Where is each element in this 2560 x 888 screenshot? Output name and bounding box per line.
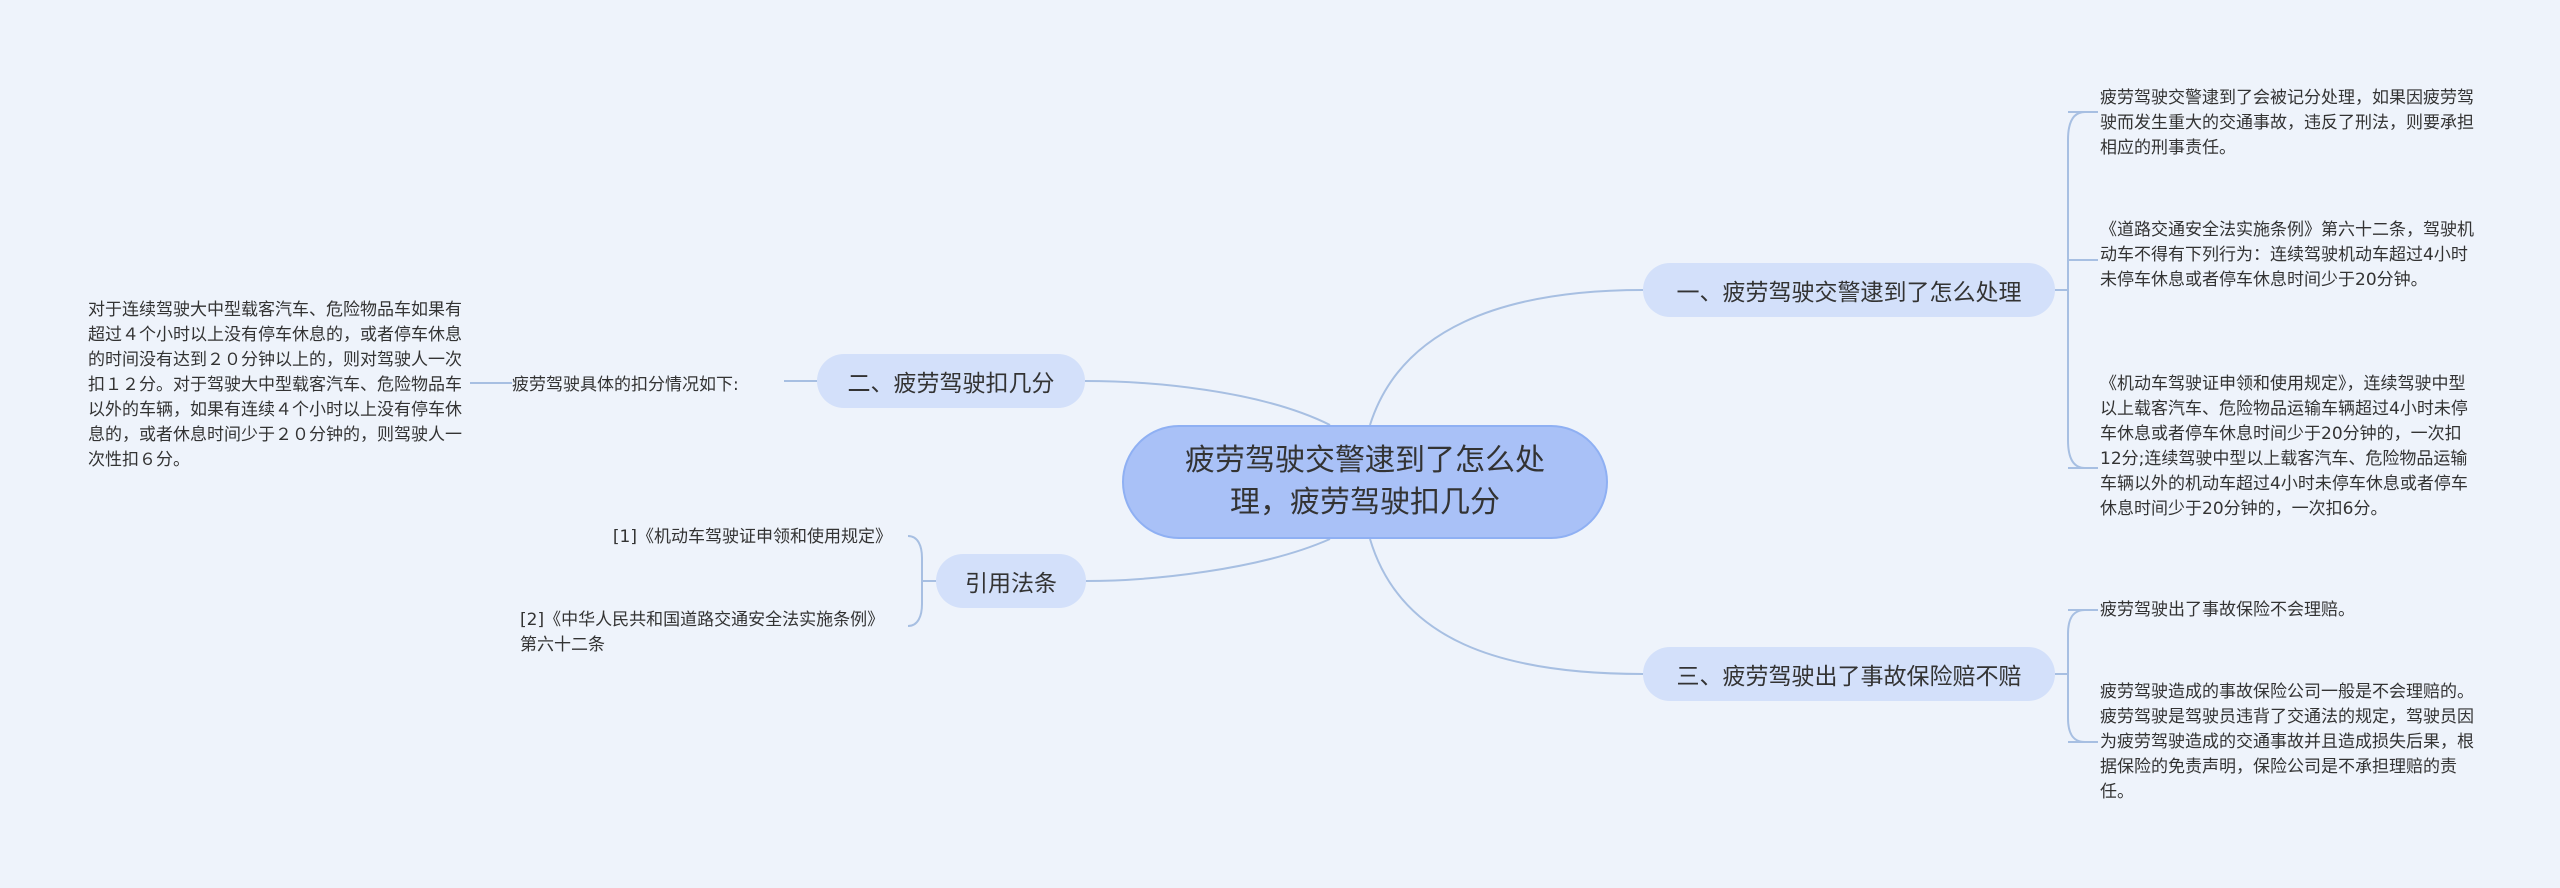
branch-label: 引用法条 — [965, 571, 1057, 597]
branch-label: 二、疲劳驾驶扣几分 — [847, 371, 1055, 397]
leaf-insurance-short[interactable]: 疲劳驾驶出了事故保险不会理赔。 — [2100, 600, 2355, 620]
root-title: 疲劳驾驶交警逮到了怎么处理，疲劳驾驶扣几分 — [1185, 443, 1545, 520]
link-root-b2 — [1084, 380, 1331, 426]
leaf-points-intro[interactable]: 疲劳驾驶具体的扣分情况如下: — [512, 375, 739, 395]
link-root-b4 — [1085, 538, 1331, 582]
leaf-license-rules[interactable]: 《机动车驾驶证申领和使用规定》，连续驾驶中型以上载客汽车、危险物品运输车辆超过4… — [2100, 374, 2468, 519]
branch-label: 一、疲劳驾驶交警逮到了怎么处理 — [1676, 280, 2022, 306]
link-b4-bracket — [907, 535, 936, 627]
link-root-b3 — [1369, 538, 1644, 675]
root-node[interactable]: 疲劳驾驶交警逮到了怎么处理，疲劳驾驶扣几分 — [1122, 425, 1608, 539]
branch-node-points[interactable]: 二、疲劳驾驶扣几分 — [817, 354, 1085, 408]
link-b3-bracket — [2055, 609, 2086, 743]
leaf-citation-2[interactable]: [2]《中华人民共和国道路交通安全法实施条例》 第六十二条 — [520, 610, 890, 655]
branch-label: 三、疲劳驾驶出了事故保险赔不赔 — [1676, 664, 2022, 690]
branch-node-citations[interactable]: 引用法条 — [936, 554, 1086, 608]
branch-node-handling[interactable]: 一、疲劳驾驶交警逮到了怎么处理 — [1643, 263, 2055, 317]
link-b1-bracket — [2055, 111, 2086, 469]
leaf-insurance-detail[interactable]: 疲劳驾驶造成的事故保险公司一般是不会理赔的。疲劳驾驶是驾驶员违背了交通法的规定，… — [2100, 682, 2474, 802]
link-root-b1 — [1369, 289, 1644, 426]
leaf-handling-penalty[interactable]: 疲劳驾驶交警逮到了会被记分处理，如果因疲劳驾驶而发生重大的交通事故，违反了刑法，… — [2100, 88, 2474, 158]
branch-node-insurance[interactable]: 三、疲劳驾驶出了事故保险赔不赔 — [1643, 647, 2055, 701]
leaf-regulation-article-62[interactable]: 《道路交通安全法实施条例》第六十二条，驾驶机动车不得有下列行为：连续驾驶机动车超… — [2100, 220, 2474, 290]
leaf-citation-1[interactable]: [1]《机动车驾驶证申领和使用规定》 — [612, 527, 892, 547]
leaf-points-detail[interactable]: 对于连续驾驶大中型载客汽车、危险物品车如果有超过４个小时以上没有停车休息的，或者… — [88, 300, 462, 470]
